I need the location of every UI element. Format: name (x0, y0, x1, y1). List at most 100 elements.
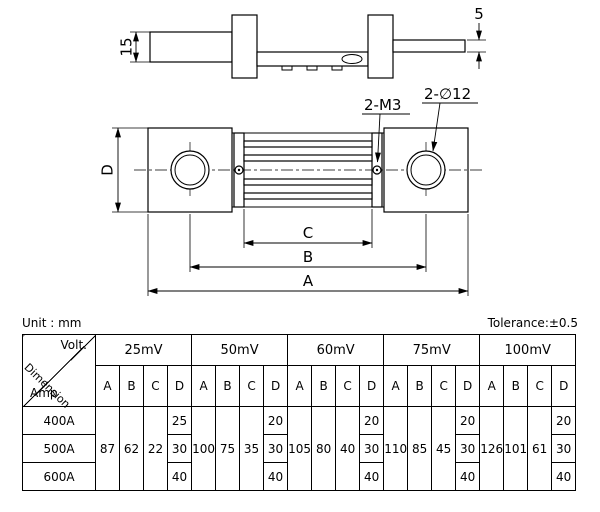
dim-label-A: A (303, 272, 314, 290)
dim-header-b: B (503, 365, 529, 407)
side-view-dimension-15: 15 (118, 31, 150, 63)
left-terminal-tab (149, 31, 233, 63)
cell-25mv-a: 87 (95, 406, 120, 491)
cell-50mv-d-400a: 20 (263, 406, 289, 435)
resistor-strip (243, 192, 373, 200)
leader-line (431, 102, 441, 152)
dim-header-c: C (335, 365, 361, 407)
dim-header-c: C (431, 365, 457, 407)
dimension-B: B (189, 214, 427, 272)
label-2-d12: 2-∅12 (424, 85, 471, 103)
mounting-hole-left-outer (170, 150, 210, 190)
dim-header-d: D (359, 365, 385, 407)
cell-60mv-d-500a: 30 (359, 434, 385, 463)
dimension-A: A (147, 214, 469, 296)
dim-header-d: D (455, 365, 481, 407)
dim-header-b: B (119, 365, 144, 407)
cell-75mv-a: 110 (383, 406, 409, 491)
cell-75mv-d-400a: 20 (455, 406, 481, 435)
dim-header-a: A (479, 365, 505, 407)
dim-header-a: A (383, 365, 409, 407)
brand-logo (341, 54, 363, 64)
cell-50mv-a: 100 (191, 406, 217, 491)
cell-100mv-d-500a: 30 (551, 434, 577, 463)
cell-60mv-c: 40 (335, 406, 361, 491)
callout-2-d12: 2-∅12 (422, 85, 478, 152)
cell-50mv-d-500a: 30 (263, 434, 289, 463)
cell-50mv-b: 75 (215, 406, 241, 491)
cell-60mv-a: 105 (287, 406, 313, 491)
cell-60mv-d-400a: 20 (359, 406, 385, 435)
dim-label-5: 5 (474, 5, 484, 23)
cell-25mv-b: 62 (119, 406, 144, 491)
callout-2-m3: 2-M3 (362, 96, 410, 163)
dim-header-a: A (287, 365, 313, 407)
cell-100mv-d-600a: 40 (551, 462, 577, 491)
leader-line (375, 113, 381, 163)
resistor-strip (243, 154, 373, 162)
cell-75mv-d-500a: 30 (455, 434, 481, 463)
dim-header-b: B (311, 365, 337, 407)
cell-60mv-d-600a: 40 (359, 462, 385, 491)
amp-row-label-400a: 400A (22, 406, 96, 435)
sense-screw-left-center (237, 168, 241, 172)
dim-header-c: C (239, 365, 265, 407)
left-terminal-block (231, 14, 258, 79)
mounting-hole-right-inner (410, 154, 442, 186)
side-view-dimension-5: 5 (467, 5, 486, 69)
dim-header-d: D (166, 365, 193, 407)
unit-note: Unit : mm (22, 316, 82, 330)
dim-header-b: B (215, 365, 241, 407)
dim-header-d: D (551, 365, 577, 407)
cell-100mv-a: 126 (479, 406, 505, 491)
side-view (149, 14, 466, 79)
cell-100mv-d-400a: 20 (551, 406, 577, 435)
cell-25mv-c: 22 (143, 406, 168, 491)
right-terminal-block (367, 14, 394, 79)
dim-header-b: B (407, 365, 433, 407)
dim-label-15: 15 (118, 37, 136, 56)
cell-50mv-d-600a: 40 (263, 462, 289, 491)
cell-25mv-d-400a: 25 (166, 406, 193, 435)
dimension-C: C (243, 209, 373, 248)
amp-row-label-600a: 600A (22, 462, 96, 491)
right-terminal-tab (392, 39, 466, 53)
bar-notch (281, 65, 293, 71)
cell-25mv-d-500a: 30 (166, 434, 193, 463)
bar-notch (331, 65, 343, 71)
dim-label-D: D (99, 164, 117, 176)
dim-label-C: C (303, 224, 313, 242)
cell-100mv-b: 101 (503, 406, 529, 491)
tolerance-note: Tolerance:±0.5 (487, 316, 578, 330)
mounting-hole-left-inner (174, 154, 206, 186)
sense-screw-right-center (375, 168, 379, 172)
dim-header-c: C (143, 365, 168, 407)
volt-header-50mv: 50mV (191, 334, 289, 366)
amp-row-label-500a: 500A (22, 434, 96, 463)
dim-header-a: A (191, 365, 217, 407)
corner-amp-label: Amp (30, 386, 58, 400)
dimension-table: Volt. Dimension Amp 25mV 50mV 60mV 75mV … (21, 334, 577, 491)
volt-header-25mv: 25mV (94, 334, 193, 366)
dimension-D: D (99, 127, 148, 213)
cell-60mv-b: 80 (311, 406, 337, 491)
table-notes: Unit : mm Tolerance:±0.5 (22, 316, 578, 330)
volt-header-100mv: 100mV (479, 334, 577, 366)
table-corner-cell: Volt. Dimension Amp (21, 334, 96, 411)
dim-header-d: D (263, 365, 289, 407)
cell-75mv-d-600a: 40 (455, 462, 481, 491)
cell-100mv-c: 61 (527, 406, 553, 491)
dim-header-a: A (95, 365, 120, 407)
cell-75mv-b: 85 (407, 406, 433, 491)
dim-header-c: C (527, 365, 553, 407)
cell-50mv-c: 35 (239, 406, 265, 491)
bar-notch (306, 65, 318, 71)
cell-75mv-c: 45 (431, 406, 457, 491)
cell-25mv-d-600a: 40 (166, 462, 193, 491)
mounting-hole-right-outer (406, 150, 446, 190)
volt-header-60mv: 60mV (287, 334, 385, 366)
volt-header-75mv: 75mV (383, 334, 481, 366)
dim-label-B: B (303, 248, 313, 266)
resistor-strip (243, 140, 373, 148)
resistor-strip (243, 178, 373, 186)
